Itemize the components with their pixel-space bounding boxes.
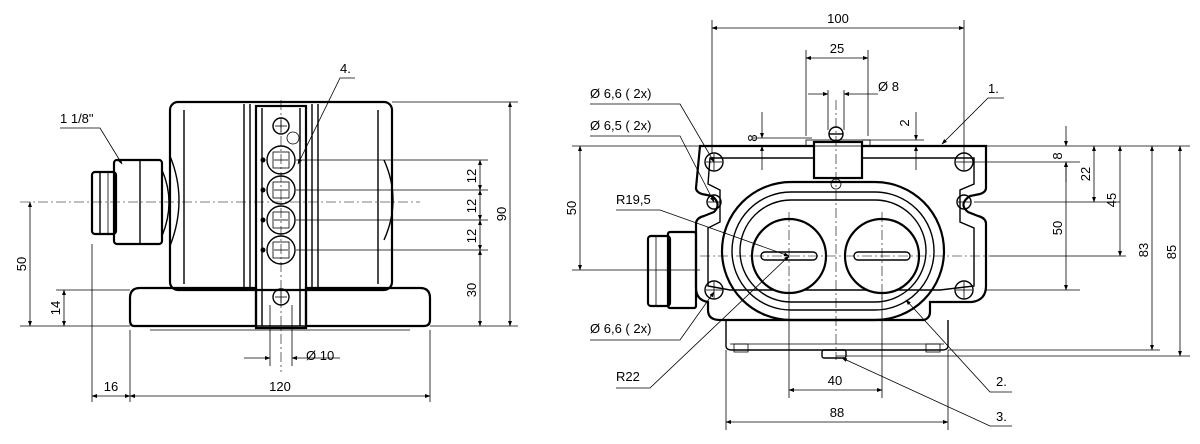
right-dim-2: 2 [897, 119, 912, 126]
left-base-flange-left [128, 286, 258, 328]
right-dim-40: 40 [828, 373, 842, 388]
right-callout-2: 2. [996, 374, 1007, 389]
left-buttons [260, 145, 296, 265]
right-dim-100: 100 [827, 11, 849, 26]
right-top-latch [805, 126, 871, 190]
right-stadium-outer [720, 180, 946, 322]
right-housing-inner [707, 157, 975, 291]
right-dim-83: 83 [1136, 243, 1151, 257]
right-dim-85: 85 [1164, 245, 1179, 259]
right-dim-45: 45 [1104, 193, 1119, 207]
right-dim-88: 88 [830, 405, 844, 420]
right-dim-22: 22 [1078, 167, 1093, 181]
right-dim-50-left: 50 [564, 201, 579, 215]
right-hole-66-top: Ø 6,6 ( 2x) [590, 86, 651, 101]
right-view: 100 25 Ø 8 8 2 Ø 6,6 ( 2x) Ø 6,5 ( 2x) R… [564, 11, 1190, 430]
left-dim-dia10: Ø 10 [306, 348, 334, 363]
right-r195: R19,5 [616, 192, 651, 207]
left-dim-thread: 1 1/8" [60, 111, 94, 126]
right-hole-65: Ø 6,5 ( 2x) [590, 118, 651, 133]
right-dim-25: 25 [830, 41, 844, 56]
left-dim-90: 90 [494, 207, 509, 221]
left-dim-12a: 12 [464, 169, 479, 183]
left-dim-12c: 12 [464, 229, 479, 243]
right-callout-1: 1. [988, 81, 999, 96]
right-dim-dia8: Ø 8 [878, 79, 899, 94]
left-dim-12b: 12 [464, 199, 479, 213]
left-dim-30: 30 [464, 283, 479, 297]
right-dim-8: 8 [1050, 152, 1065, 159]
left-dim-120: 120 [269, 379, 291, 394]
left-dim-14: 14 [48, 301, 63, 315]
left-view: 12 12 12 30 90 50 14 16 120 Ø 10 1 1/8" … [14, 61, 518, 402]
left-callout-4: 4. [340, 61, 351, 76]
right-r22: R22 [616, 369, 640, 384]
left-dim-50: 50 [14, 257, 29, 271]
right-hole-66-bottom: Ø 6,6 ( 2x) [590, 321, 651, 336]
right-callout-3: 3. [996, 409, 1007, 424]
right-dim-8-top: 8 [745, 134, 760, 141]
left-base-flange-right [304, 286, 432, 328]
right-dim-50-right: 50 [1050, 221, 1065, 235]
left-dim-16: 16 [104, 379, 118, 394]
